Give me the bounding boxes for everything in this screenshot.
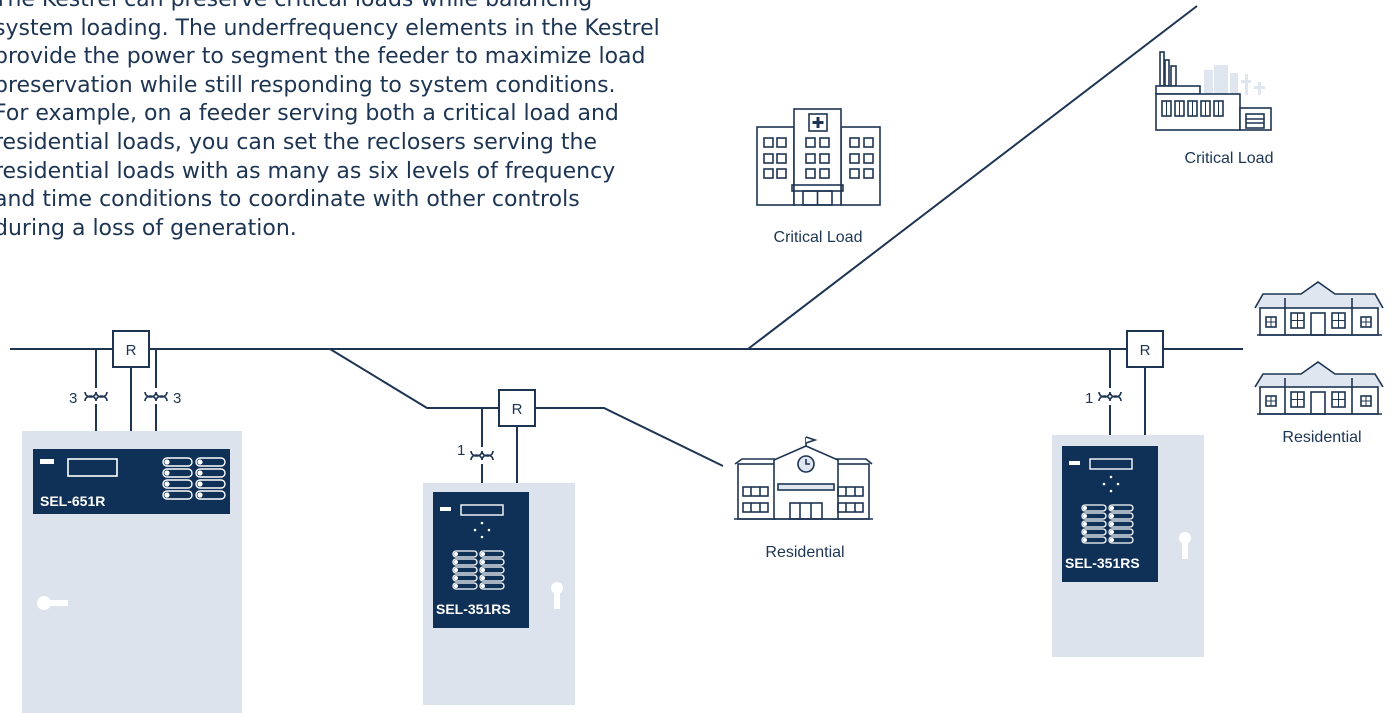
door-handle-icon: [1179, 532, 1191, 559]
intro-line: during a loss of generation.: [0, 215, 297, 241]
door-handle-icon: [37, 596, 68, 610]
middle-recloser-assembly: 1 R: [423, 389, 575, 705]
right-recloser-assembly: 1 R: [1052, 330, 1204, 657]
recloser-label: R: [1140, 342, 1151, 359]
ct-ratio-label: 3: [69, 390, 77, 407]
port-icon: [440, 507, 451, 511]
residential-branch-line: [535, 407, 724, 467]
feeder-lines: [10, 5, 1243, 467]
intro-line: and time conditions to coordinate with o…: [0, 187, 580, 213]
intro-line: system loading. The underfrequency eleme…: [0, 15, 660, 41]
factory-icon: [1155, 51, 1272, 131]
load-label: Residential: [765, 544, 844, 561]
load-label: Critical Load: [774, 229, 863, 246]
device-model-label: SEL-651R: [40, 493, 105, 509]
ct-ratio-label: 1: [1085, 390, 1093, 407]
ct-coil-icon: [84, 391, 168, 402]
intro-line: preservation while still responding to s…: [0, 72, 616, 98]
recloser-box: R: [498, 389, 536, 427]
door-handle-icon: [551, 582, 563, 609]
house-icon: [1254, 361, 1384, 415]
recloser-box: R: [112, 330, 150, 368]
navigation-pad-icon: [1102, 475, 1120, 493]
ct-coil-icon: [1098, 391, 1122, 402]
front-panel: SEL-351RS: [1062, 446, 1158, 582]
recloser-label: R: [512, 401, 523, 418]
ct-ratio-label: 1: [457, 442, 465, 459]
recloser-box: R: [1126, 330, 1164, 368]
house-icon: [1254, 281, 1384, 336]
ct-ratio-label: 3: [173, 390, 181, 407]
intro-line: For example, on a feeder serving both a …: [0, 101, 619, 127]
intro-line: provide the power to segment the feeder …: [0, 44, 646, 70]
residential-branch-line: [329, 348, 499, 409]
intro-line: residential loads with as many as six le…: [0, 158, 616, 184]
intro-line: The Kestrel can preserve critical loads …: [0, 0, 734, 15]
device-model-label: SEL-351RS: [436, 601, 511, 617]
pushbutton-array-icon: [162, 457, 226, 500]
lcd-display-icon: [1089, 458, 1133, 470]
load-label: Critical Load: [1185, 150, 1274, 167]
left-recloser-assembly: 3 3 R: [22, 330, 242, 713]
houses-icon: [1254, 281, 1384, 415]
port-icon: [40, 459, 54, 464]
front-panel: SEL-651R: [33, 449, 230, 514]
lcd-display-icon: [67, 458, 118, 477]
pushbutton-array-icon: [452, 550, 505, 590]
hospital-icon: [756, 108, 881, 206]
recloser-label: R: [126, 342, 137, 359]
pushbutton-array-icon: [1081, 504, 1134, 544]
port-icon: [1069, 461, 1080, 465]
device-model-label: SEL-351RS: [1065, 555, 1140, 571]
lcd-display-icon: [460, 504, 504, 516]
ct-coil-icon: [470, 450, 494, 461]
school-icon: [734, 436, 873, 520]
load-label: Residential: [1282, 429, 1361, 446]
front-panel: SEL-351RS: [433, 492, 529, 628]
navigation-pad-icon: [473, 521, 491, 539]
intro-line: residential loads, you can set the reclo…: [0, 129, 597, 155]
intro-paragraph: The Kestrel can preserve critical loads …: [0, 0, 734, 243]
critical-branch-line: [747, 5, 1198, 350]
